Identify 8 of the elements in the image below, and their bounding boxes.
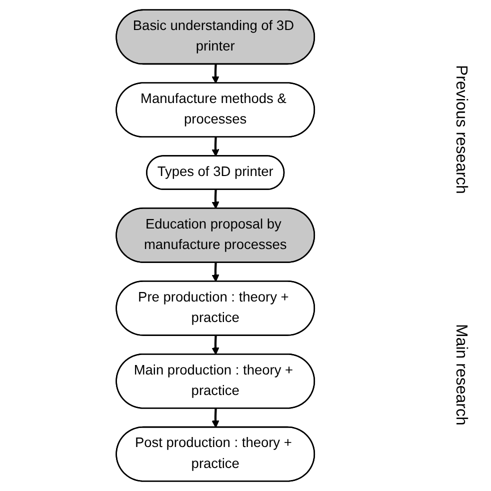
section-label: Main research [452,324,470,426]
arrow [211,408,219,428]
arrow [211,262,219,282]
section-label: Previous research [452,65,470,194]
arrow [211,336,219,355]
arrow [211,137,219,157]
arrow [211,64,219,84]
arrow [211,190,219,209]
